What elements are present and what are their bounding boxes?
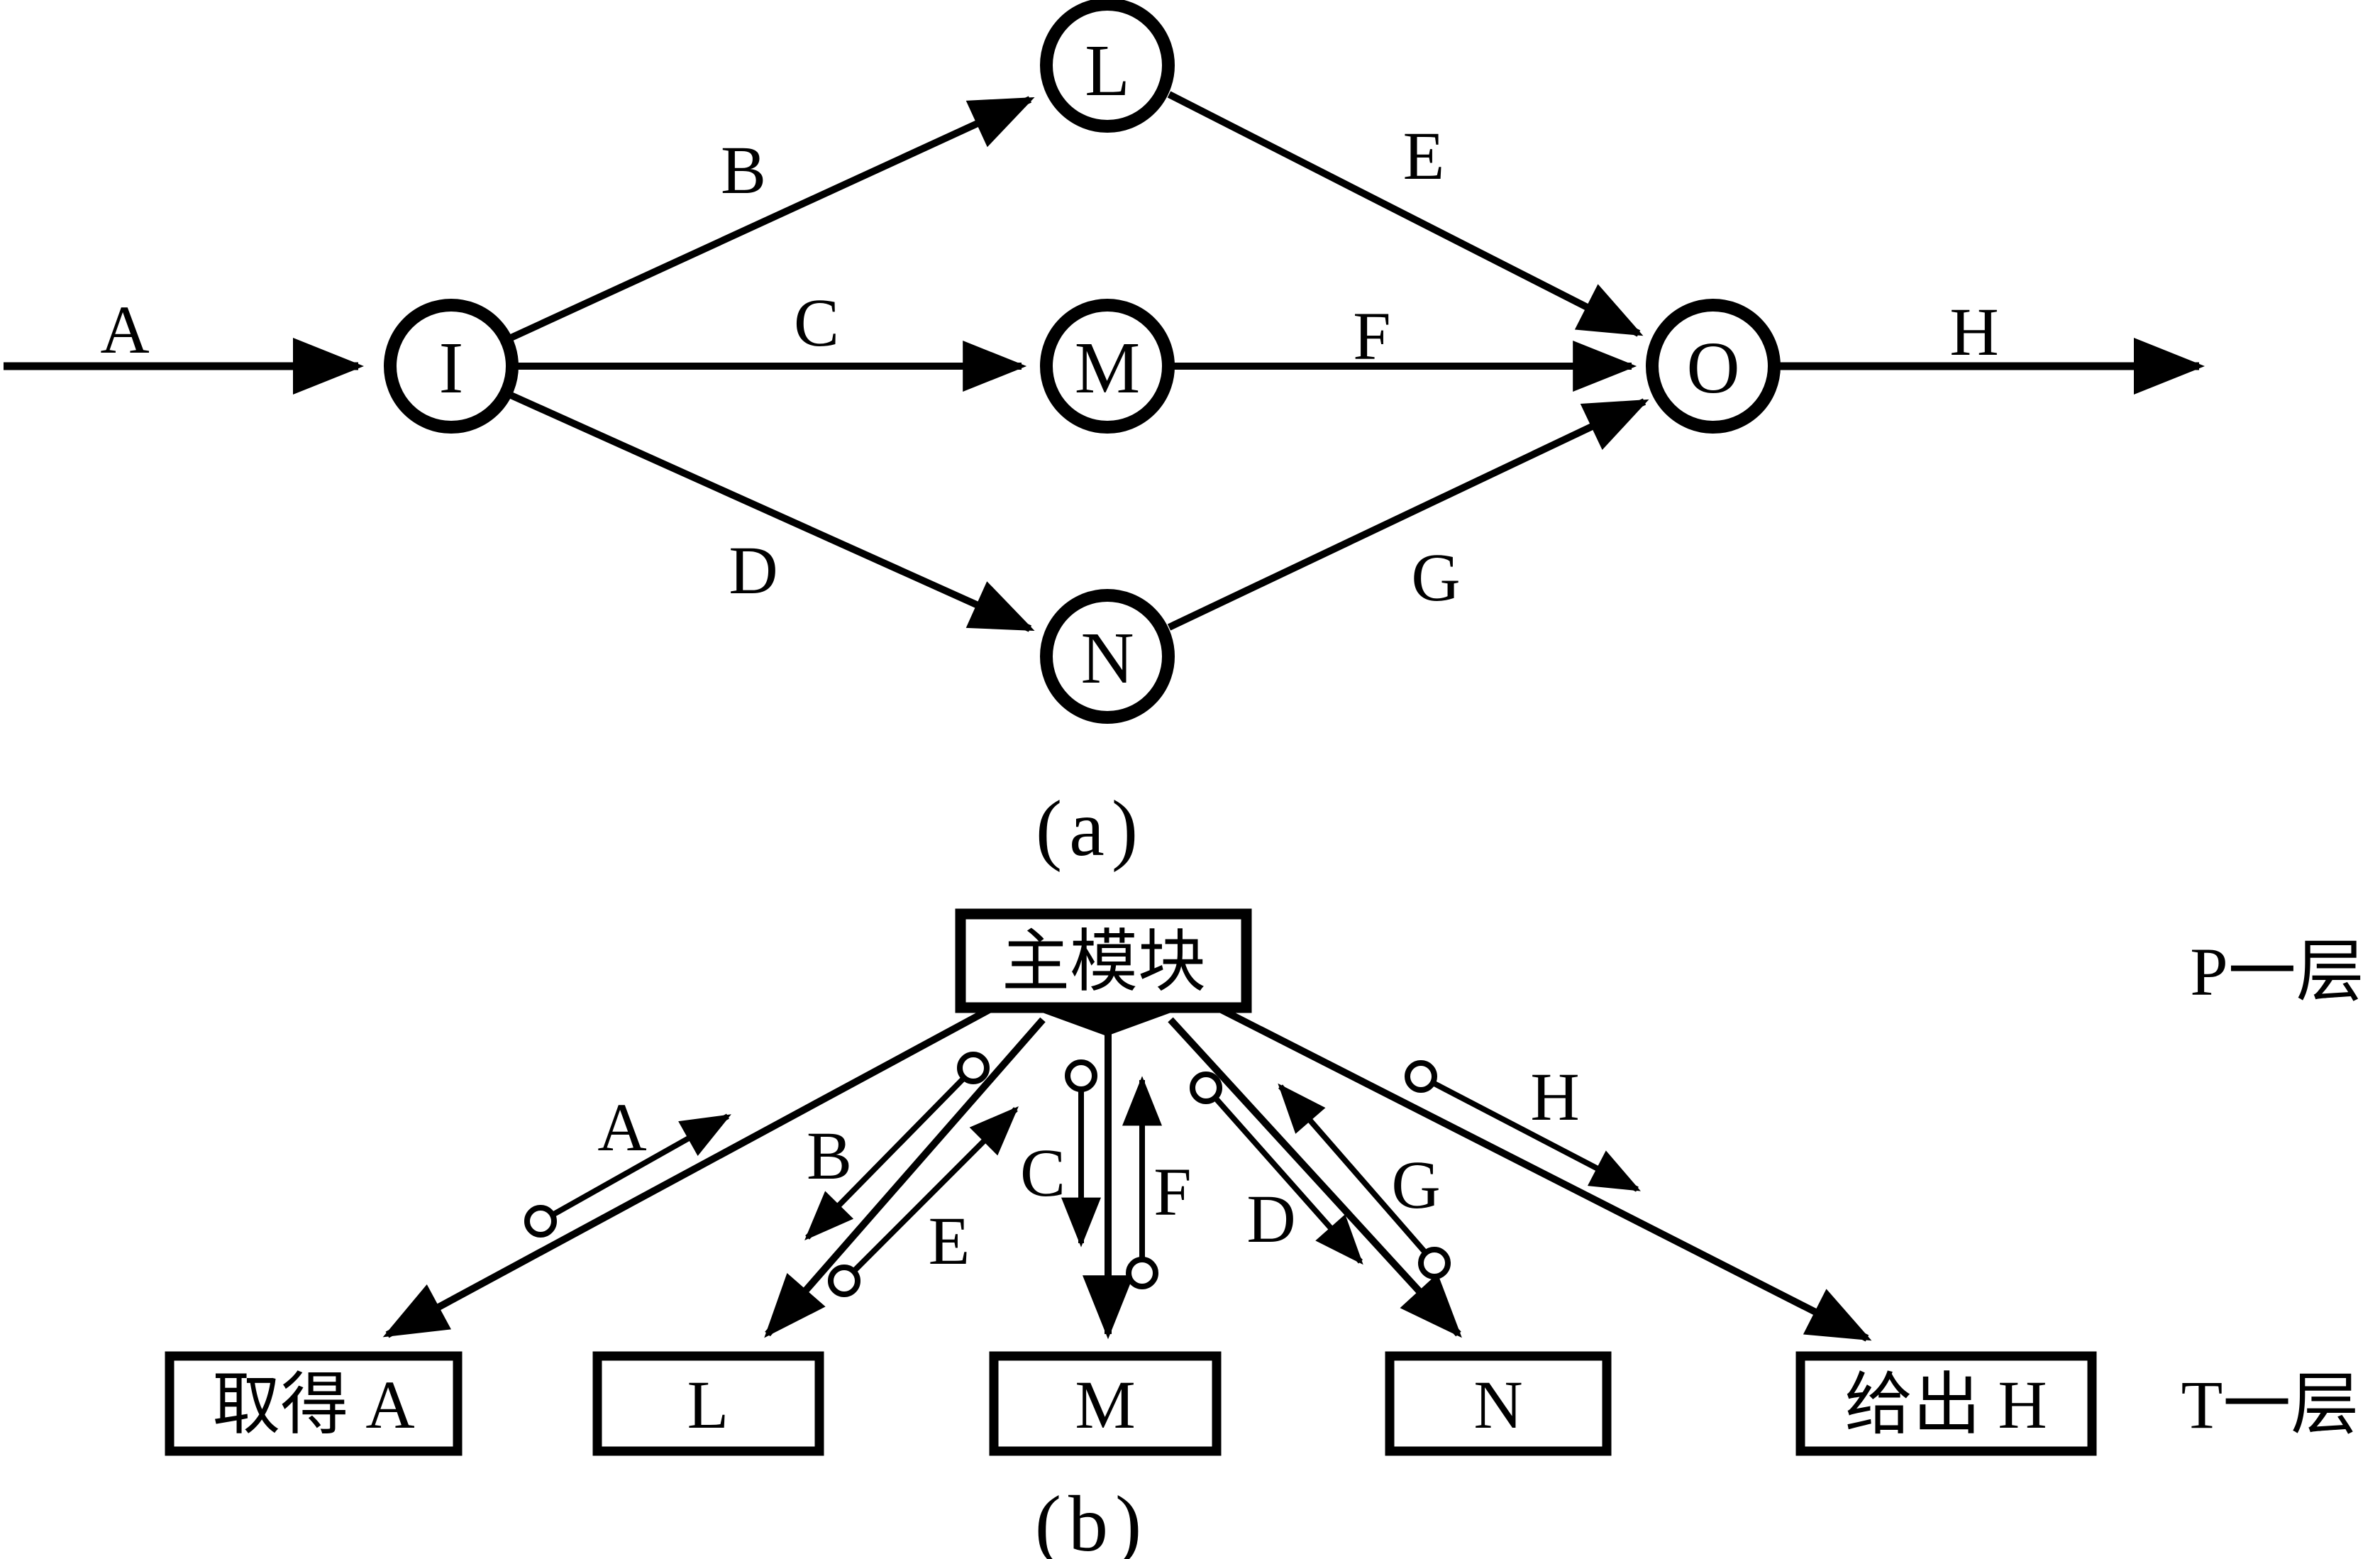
module-N-box (1385, 1351, 1612, 1456)
module-give-H-box (1795, 1351, 2097, 1456)
node-L-label: L (1085, 30, 1130, 111)
couple-D-line (1213, 1096, 1363, 1265)
flow-F-label: F (1353, 298, 1390, 374)
couple-G-line (1278, 1083, 1429, 1255)
call-line-main-to-get-A (382, 1004, 995, 1338)
call-line-main-to-give-H (1215, 1004, 1872, 1342)
layer-P-label: P一层 (2190, 934, 2364, 1010)
couple-B-line (804, 1076, 966, 1240)
module-L-box (592, 1351, 824, 1456)
flow-A-label: A (100, 292, 149, 368)
module-N-label: N (1473, 1367, 1522, 1443)
couple-A-label: A (597, 1089, 646, 1165)
node-L-circle (1040, 0, 1175, 133)
flow-H-label: H (1949, 294, 1998, 370)
main-module-box (955, 908, 1252, 1013)
couple-A-circle (524, 1205, 557, 1238)
call-line-main-to-N (1168, 1017, 1462, 1338)
couple-A-line (551, 1113, 731, 1218)
couple-E-label: E (929, 1203, 970, 1279)
flow-D-label: D (729, 532, 777, 608)
couple-H-line (1432, 1080, 1641, 1192)
node-M-circle (1040, 299, 1175, 434)
node-O-label: O (1686, 327, 1739, 409)
flow-D-line (507, 391, 1035, 632)
node-N-circle (1040, 589, 1175, 724)
dfd-section: I L M N O A B C D E F G H (a) (4, 0, 2205, 873)
call-line-main-to-L (764, 1017, 1046, 1338)
couple-F-circle (1126, 1257, 1158, 1289)
couple-D-label: D (1246, 1181, 1295, 1257)
module-get-A-label: 取得 A (212, 1367, 414, 1443)
module-L-label: L (687, 1367, 729, 1443)
couple-H-circle (1405, 1060, 1437, 1093)
flow-B-line (507, 96, 1035, 342)
module-get-A-box (165, 1351, 463, 1456)
couple-D-circle (1190, 1072, 1222, 1104)
couple-C-label: C (1020, 1135, 1066, 1211)
couple-G-label: G (1391, 1147, 1440, 1223)
couple-H-label: H (1530, 1059, 1579, 1135)
node-I-circle (384, 299, 519, 434)
structure-chart-section: A B E C F D G H 主模块 取得 A L M N 给出 H P一层 … (165, 908, 2364, 1559)
couple-B-circle (957, 1052, 990, 1084)
couple-E-circle (828, 1265, 860, 1297)
couple-G-circle (1418, 1247, 1451, 1279)
caption-b: (b) (1035, 1480, 1149, 1559)
flow-C-label: C (794, 285, 839, 360)
caption-a: (a) (1036, 785, 1145, 873)
node-O-circle (1646, 299, 1781, 434)
couple-B-label: B (807, 1118, 852, 1194)
flow-E-line (1167, 91, 1644, 337)
module-give-H-label: 给出 H (1844, 1367, 2047, 1443)
flow-B-label: B (721, 132, 766, 208)
node-I-label: I (439, 327, 464, 409)
node-M-label: M (1075, 327, 1140, 409)
flow-E-label: E (1403, 118, 1445, 194)
flow-G-label: G (1411, 539, 1460, 615)
flow-G-line (1167, 398, 1649, 631)
couple-C-circle (1065, 1059, 1097, 1092)
module-M-label: M (1075, 1367, 1135, 1443)
module-M-box (989, 1351, 1222, 1456)
couple-F-label: F (1153, 1154, 1191, 1230)
couple-E-line (851, 1106, 1019, 1274)
main-module-label: 主模块 (1002, 924, 1206, 1000)
layer-T-label: T一层 (2181, 1367, 2359, 1443)
node-N-label: N (1080, 617, 1134, 699)
